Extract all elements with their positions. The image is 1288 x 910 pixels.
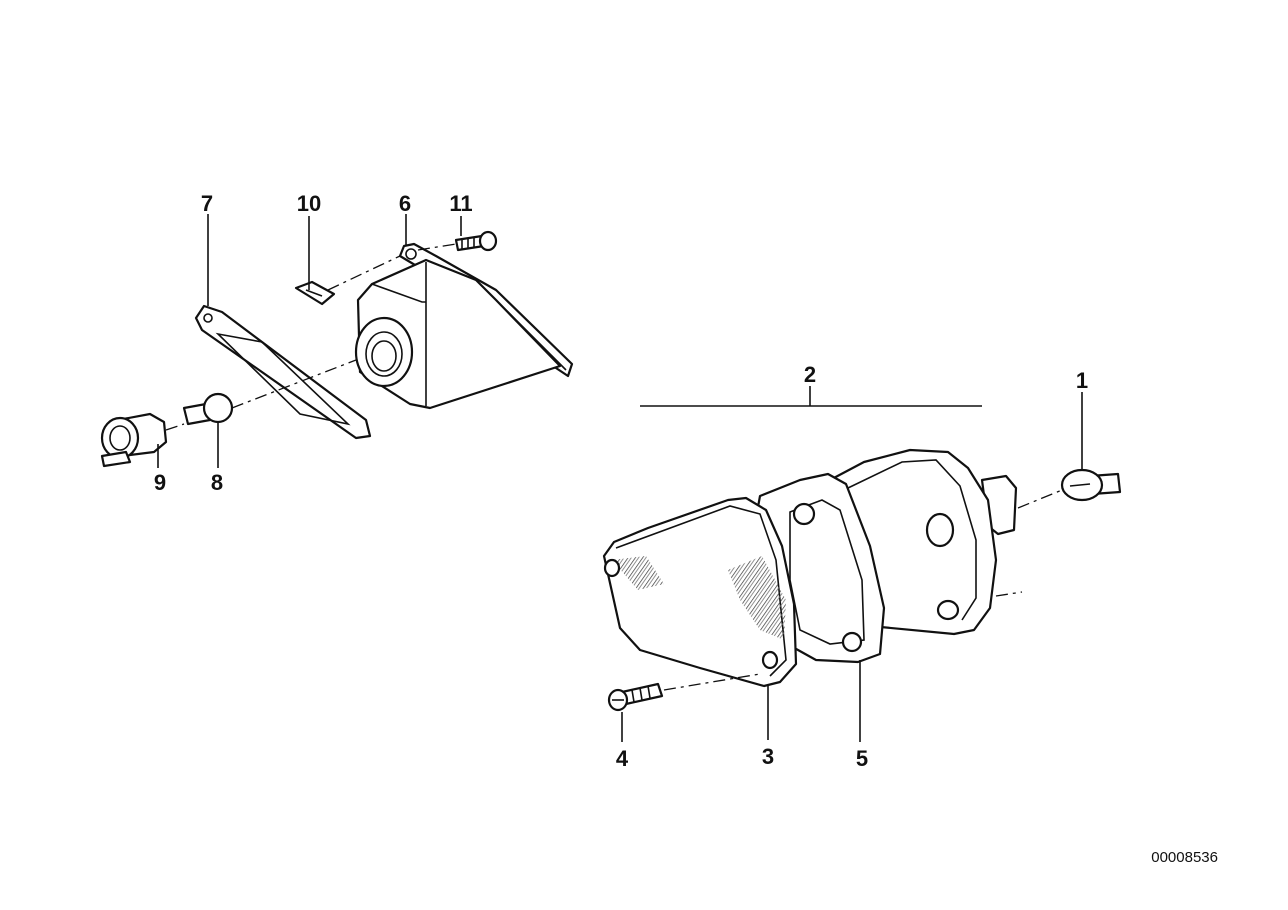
callout-6: 6: [399, 191, 411, 216]
screw-part-11: [454, 230, 498, 252]
bulb-part-1: [1060, 468, 1122, 502]
leader-lines: [157, 214, 1083, 742]
document-number: 00008536: [1151, 849, 1218, 866]
screw-part-4: [607, 682, 664, 712]
callout-7: 7: [201, 191, 213, 216]
gasket-frame-part-7: [194, 304, 372, 440]
bulb-part-8: [182, 392, 234, 426]
bulb-socket-part-9: [100, 412, 168, 468]
callout-5: 5: [856, 746, 868, 771]
lamp-housing-part-6: [354, 242, 574, 410]
callout-10: 10: [297, 191, 321, 216]
lens-part-3: [602, 496, 798, 688]
callout-11: 11: [449, 191, 472, 216]
callout-1: 1: [1076, 368, 1088, 393]
callout-9: 9: [154, 470, 166, 495]
callout-4: 4: [616, 746, 629, 771]
callout-3: 3: [762, 744, 774, 769]
callout-8: 8: [211, 470, 223, 495]
callout-2: 2: [804, 362, 816, 387]
clip-nut-part-10: [294, 280, 336, 306]
